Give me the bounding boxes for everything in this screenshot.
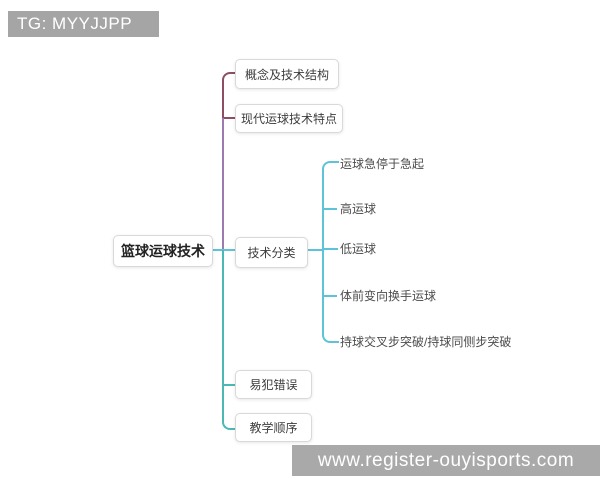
- mindmap-leaf-low-dribble: 低运球: [340, 242, 377, 256]
- connector-branch-modern: [222, 117, 235, 119]
- mindmap-branch-concept-structure: 概念及技术结构: [235, 59, 339, 89]
- mindmap-root-topic: 篮球运球技术: [113, 235, 213, 267]
- connector-children-bracket-top: [322, 161, 339, 252]
- mindmap-leaf-high-dribble: 高运球: [340, 202, 377, 216]
- mindmap-branch-teaching-order: 教学顺序: [235, 413, 312, 442]
- watermark-top-banner: TG: MYYJJPP: [8, 11, 159, 37]
- connector-child-crossover: [322, 295, 337, 297]
- watermark-bottom-text: www.register-ouyisports.com: [317, 449, 575, 471]
- connector-trunk-upper: [222, 118, 224, 250]
- mindmap-branch-common-mistakes: 易犯错误: [235, 370, 312, 399]
- mindmap-leaf-crossover-dribble: 体前变向换手运球: [340, 289, 437, 303]
- connector-classification-children: [308, 249, 322, 251]
- watermark-bottom-banner: www.register-ouyisports.com: [292, 445, 600, 476]
- connector-trunk-lower: [222, 250, 237, 430]
- mindmap-branch-modern-features: 现代运球技术特点: [235, 104, 343, 133]
- connector-children-bracket-bottom: [322, 250, 339, 343]
- connector-root-classification: [213, 249, 235, 251]
- connector-child-high-dribble: [322, 208, 337, 210]
- mindmap-branch-classification: 技术分类: [235, 237, 308, 268]
- mindmap-leaf-breakthrough-steps: 持球交叉步突破/持球同侧步突破: [340, 335, 512, 349]
- mindmap-leaf-stop-start-dribble: 运球急停于急起: [340, 157, 425, 171]
- watermark-top-text: TG: MYYJJPP: [17, 14, 133, 33]
- connector-branch-mistakes: [222, 384, 235, 386]
- connector-child-low-dribble: [322, 248, 338, 250]
